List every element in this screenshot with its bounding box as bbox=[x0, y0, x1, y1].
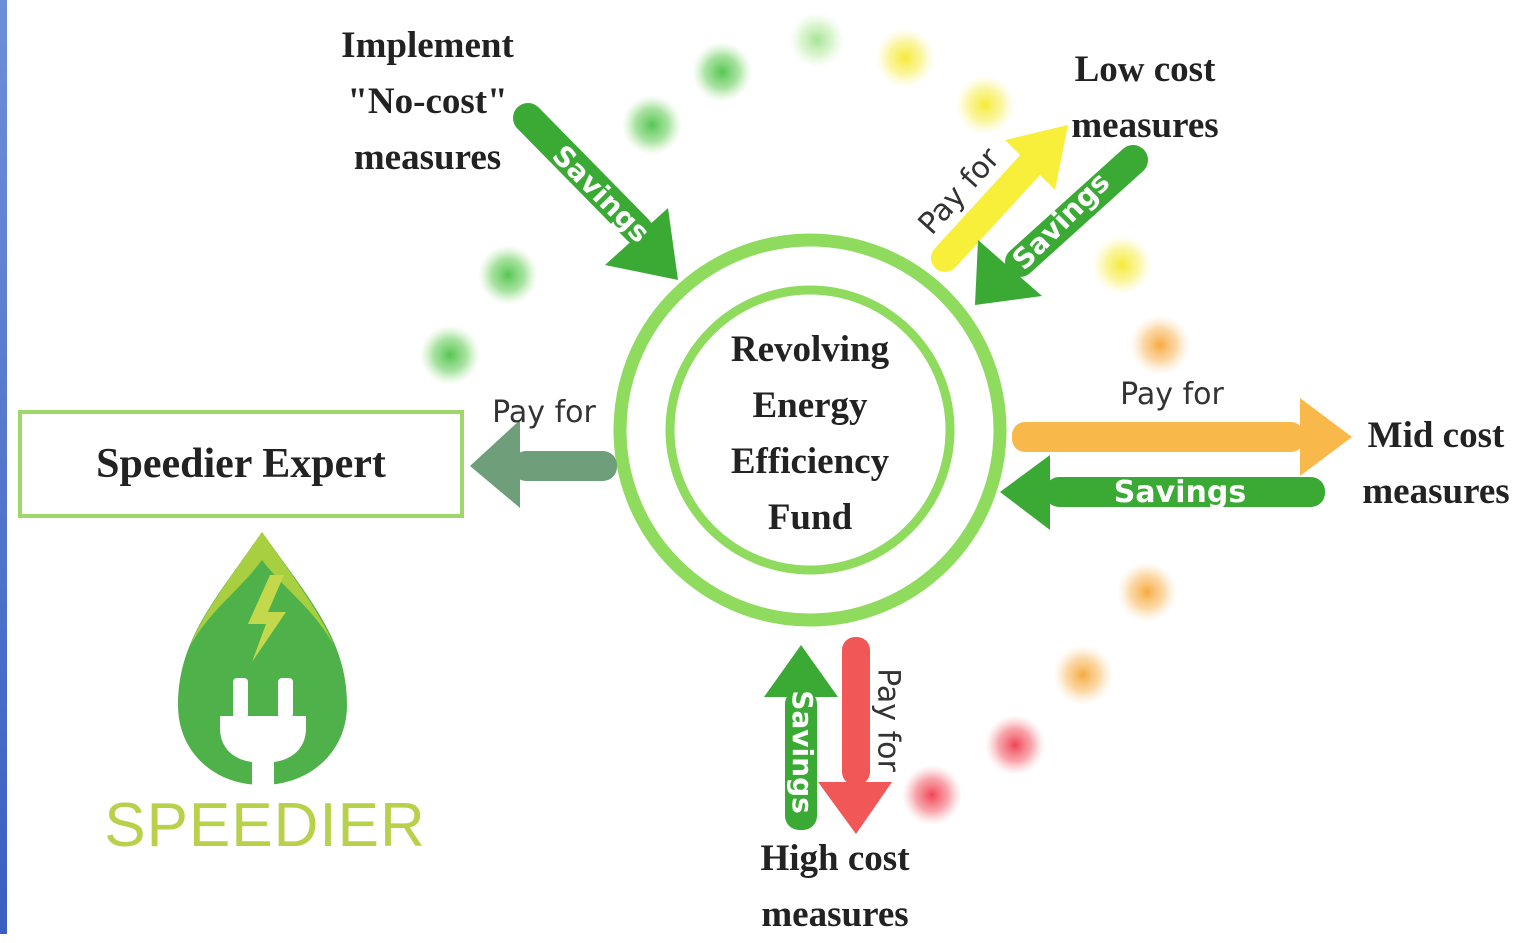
fund-title: Revolving Energy Efficiency Fund bbox=[680, 322, 940, 546]
speedier-logo-text: SPEEDIER bbox=[104, 791, 426, 860]
mid-cost-savings-label: Savings bbox=[1114, 475, 1246, 510]
progress-dots bbox=[420, 12, 1190, 825]
progress-dot bbox=[789, 12, 845, 68]
expert-payfor-label: Pay for bbox=[492, 395, 596, 430]
window-edge-bar bbox=[0, 0, 7, 934]
progress-dot bbox=[955, 75, 1015, 135]
no-cost-measures-label: Implement "No-cost" measures bbox=[341, 25, 514, 178]
fund-title-line: Fund bbox=[767, 497, 853, 538]
speedier-logo-icon bbox=[178, 532, 347, 785]
fund-outer-ring bbox=[613, 233, 1007, 627]
progress-dot bbox=[1130, 315, 1190, 375]
progress-dot bbox=[692, 42, 752, 102]
high-cost-payfor-arrow: Pay for bbox=[818, 637, 906, 834]
progress-dot bbox=[420, 325, 480, 385]
expert-payfor-arrow: Pay for bbox=[470, 395, 617, 508]
high-cost-payfor-label: Pay for bbox=[871, 668, 906, 772]
low-cost-measures-label: Low cost measures bbox=[1071, 49, 1219, 146]
mid-cost-savings-arrow: Savings bbox=[1000, 455, 1325, 530]
speedier-expert-label: Speedier Expert bbox=[96, 441, 386, 487]
progress-dot bbox=[622, 95, 682, 155]
progress-dot bbox=[875, 28, 935, 88]
high-cost-measures-label: High cost measures bbox=[760, 838, 910, 935]
mid-cost-measures-label: Mid cost measures bbox=[1362, 415, 1510, 512]
mid-cost-payfor-label: Pay for bbox=[1120, 377, 1224, 412]
speedier-expert-box: Speedier Expert bbox=[18, 410, 464, 518]
high-cost-savings-arrow: Savings bbox=[764, 645, 838, 830]
no-cost-savings-label: Savings bbox=[546, 139, 657, 250]
fund-title-line: Revolving bbox=[730, 329, 890, 370]
progress-dot bbox=[902, 765, 962, 825]
progress-dot bbox=[1117, 562, 1177, 622]
high-cost-savings-label: Savings bbox=[786, 690, 819, 814]
progress-dot bbox=[478, 245, 538, 305]
fund-title-line: Efficiency bbox=[730, 441, 890, 482]
fund-title-line: Energy bbox=[752, 385, 868, 426]
progress-dot bbox=[1053, 645, 1113, 705]
progress-dot bbox=[985, 715, 1045, 775]
fund-inner-ring bbox=[665, 285, 955, 575]
progress-dot bbox=[1092, 235, 1152, 295]
mid-cost-payfor-arrow: Pay for bbox=[1012, 377, 1352, 476]
